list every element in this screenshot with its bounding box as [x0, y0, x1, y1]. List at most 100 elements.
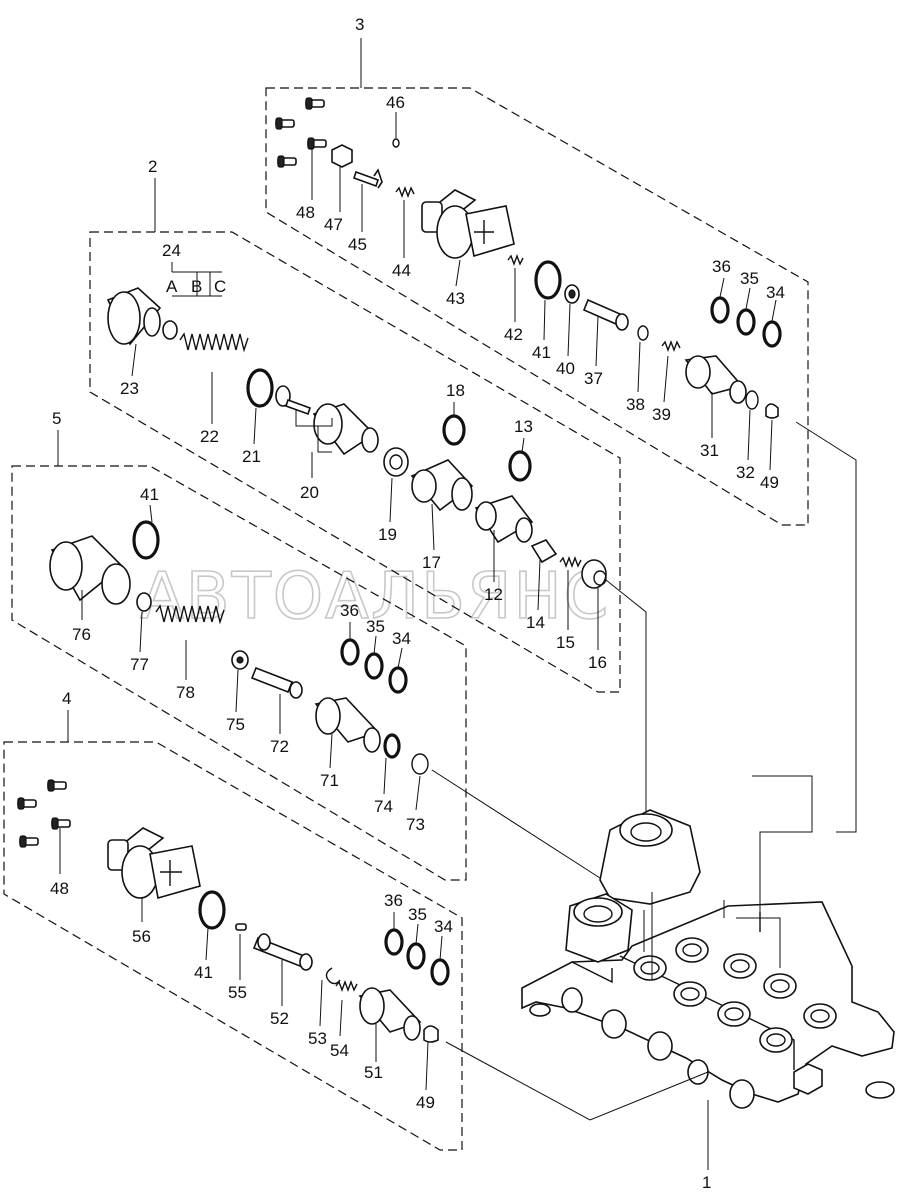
part-label-76: 76	[72, 625, 91, 644]
group-4-assembly: 4	[3, 689, 463, 1151]
pin-55	[235, 923, 247, 931]
o-ring-35-mid	[364, 652, 384, 680]
part-label-35-top: 35	[740, 269, 759, 288]
part-label-36-mid: 36	[340, 601, 359, 620]
spring-78	[155, 604, 225, 625]
plug-73	[411, 753, 429, 775]
o-ring-36-mid	[340, 638, 360, 666]
part-label-38: 38	[626, 395, 645, 414]
plug-cap-23	[106, 287, 162, 346]
o-ring-18	[442, 414, 466, 446]
o-ring-41-mid	[132, 520, 160, 560]
part-label-40: 40	[556, 359, 575, 378]
washer-77	[136, 592, 152, 612]
part-label-34-bottom: 34	[434, 917, 453, 936]
nut-47	[331, 144, 353, 168]
sub-label-b: B	[191, 277, 202, 296]
spring-39	[661, 340, 681, 352]
o-ring-35-top	[736, 308, 756, 336]
sleeve-12	[474, 495, 534, 544]
bolt-set-48-top	[275, 97, 327, 168]
group-3-assembly: 3	[265, 15, 809, 526]
part-label-15: 15	[556, 633, 575, 652]
part-label-75: 75	[226, 715, 245, 734]
adjust-screw-45	[352, 168, 383, 189]
part-label-34-mid: 34	[392, 629, 411, 648]
part-label-16: 16	[588, 653, 607, 672]
bolt-set-48-bottom	[17, 779, 71, 848]
solenoid-56	[107, 827, 201, 900]
part-label-41-top: 41	[532, 343, 551, 362]
washer-20a	[275, 385, 291, 407]
ring-32-top	[745, 390, 759, 410]
part-label-47: 47	[324, 215, 343, 234]
part-label-52: 52	[270, 1009, 289, 1028]
part-label-21: 21	[242, 447, 261, 466]
o-ring-74	[383, 733, 401, 759]
cap-49-bottom	[423, 1025, 439, 1043]
part-label-39: 39	[652, 405, 671, 424]
spring-15	[559, 556, 582, 568]
part-label-24: 24	[162, 241, 181, 260]
o-ring-34-mid	[388, 666, 408, 694]
pin-20	[284, 398, 312, 416]
part-label-36-bottom: 36	[384, 891, 403, 910]
spring-42	[507, 254, 524, 266]
part-label-74: 74	[374, 797, 393, 816]
watermark-text: АВТОАЛЬЯНС	[140, 560, 610, 634]
solenoid-43	[421, 189, 515, 259]
group-label-2: 2	[148, 157, 157, 176]
part-label-32-top: 32	[736, 463, 755, 482]
part-label-13: 13	[514, 417, 533, 436]
part-label-12: 12	[484, 585, 503, 604]
snap-ring-53	[325, 967, 341, 985]
group-3-boundary	[265, 87, 809, 526]
o-ring-13	[508, 450, 532, 482]
group-label-1: 1	[702, 1173, 711, 1192]
o-ring-35-bottom	[406, 942, 426, 970]
part-label-78: 78	[176, 683, 195, 702]
o-ring-34-bottom	[430, 958, 450, 986]
group-label-5: 5	[52, 409, 61, 428]
sleeve-71	[314, 697, 381, 753]
plug-14	[530, 539, 558, 564]
sleeve-51	[358, 987, 422, 1041]
part-label-31: 31	[700, 441, 719, 460]
part-label-43: 43	[446, 289, 465, 308]
part-label-72: 72	[270, 737, 289, 756]
part-label-37: 37	[584, 369, 603, 388]
o-ring-34-top	[762, 320, 782, 348]
part-label-44: 44	[392, 261, 411, 280]
part-label-42: 42	[504, 325, 523, 344]
group-2-assembly: 2 24 A B C	[89, 157, 621, 693]
group-label-3: 3	[355, 15, 364, 34]
cap-49-top	[765, 403, 779, 419]
o-ring-46	[392, 138, 400, 148]
part-label-73: 73	[406, 815, 425, 834]
part-label-71: 71	[320, 771, 339, 790]
part-label-17: 17	[422, 553, 441, 572]
part-label-48-bottom: 48	[50, 879, 69, 898]
part-label-34-top: 34	[766, 283, 785, 302]
washer-38	[637, 325, 649, 341]
part-label-35-bottom: 35	[408, 905, 427, 924]
part-label-41-mid: 41	[140, 485, 159, 504]
group-label-4: 4	[62, 689, 71, 708]
part-label-46: 46	[386, 93, 405, 112]
part-label-49-top: 49	[760, 473, 779, 492]
valve-body-1: 1	[431, 421, 895, 1192]
part-label-51: 51	[364, 1063, 383, 1082]
o-ring-36-top	[710, 296, 730, 324]
fitting-16	[581, 559, 607, 589]
sleeve-17	[410, 459, 474, 512]
o-ring-36-bottom	[384, 928, 404, 956]
group-4-boundary	[3, 741, 463, 1151]
o-ring-21	[246, 368, 274, 408]
spool-37	[582, 298, 622, 326]
part-label-14: 14	[526, 613, 545, 632]
spring-44	[395, 186, 415, 198]
group-2-boundary	[89, 231, 621, 693]
cap-76	[49, 535, 131, 605]
o-ring-41-top	[534, 260, 562, 300]
sleeve-31	[684, 355, 747, 404]
